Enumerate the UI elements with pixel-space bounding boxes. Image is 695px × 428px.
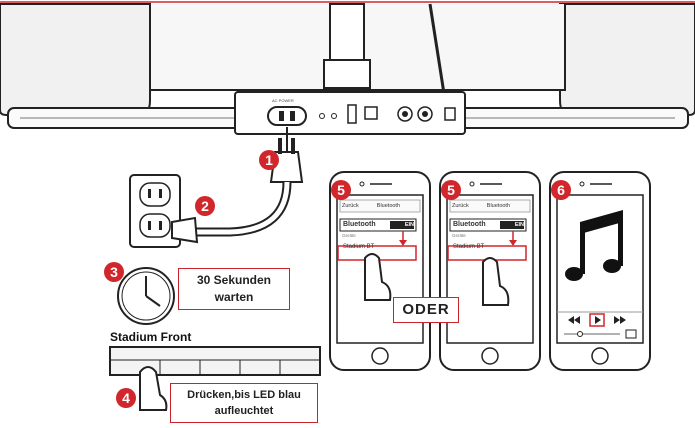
wall-outlet bbox=[129, 174, 199, 248]
devices-heading: Geräte bbox=[452, 233, 466, 238]
press-line-2: aufleuchtet bbox=[214, 405, 274, 417]
step-badge-5a: 5 bbox=[331, 180, 351, 200]
ac-power-socket bbox=[267, 106, 307, 126]
stadium-front-panel bbox=[109, 346, 321, 411]
wait-line-2: warten bbox=[214, 290, 254, 304]
device-entry: Stadium BT bbox=[343, 244, 375, 250]
press-line-1: Drücken,bis LED blau bbox=[187, 389, 301, 401]
bluetooth-toggle: EIN bbox=[404, 222, 414, 228]
phone-3-music bbox=[549, 171, 651, 371]
screen-title: Bluetooth bbox=[376, 203, 401, 209]
play-icon bbox=[595, 316, 601, 324]
back-label: Zurück bbox=[342, 203, 359, 209]
press-instruction-box: Drücken,bis LED blau aufleuchtet bbox=[170, 383, 318, 423]
stadium-front-label: Stadium Front bbox=[110, 330, 192, 344]
speaker-rear: AC POWER bbox=[0, 3, 695, 135]
wait-instruction-box: 30 Sekunden warten bbox=[178, 268, 290, 310]
phone-1-screen-text: Zurück Bluetooth Bluetooth EIN Geräte St… bbox=[340, 200, 420, 254]
power-cable bbox=[190, 127, 304, 237]
screen-title: Bluetooth bbox=[486, 203, 511, 209]
step-badge-2: 2 bbox=[195, 196, 215, 216]
phone-2-screen-text: Zurück Bluetooth Bluetooth EIN Geräte St… bbox=[450, 200, 530, 254]
clock-icon bbox=[117, 267, 175, 325]
step-badge-4: 4 bbox=[116, 388, 136, 408]
wait-line-1: 30 Sekunden bbox=[196, 273, 272, 287]
devices-heading: Geräte bbox=[342, 233, 356, 238]
bluetooth-toggle: EIN bbox=[514, 222, 524, 228]
step-badge-1: 1 bbox=[259, 150, 279, 170]
step-badge-3: 3 bbox=[104, 262, 124, 282]
step-badge-5b: 5 bbox=[441, 180, 461, 200]
svg-text:AC POWER: AC POWER bbox=[272, 98, 294, 103]
phone-2 bbox=[439, 171, 541, 371]
step-badge-6: 6 bbox=[551, 180, 571, 200]
music-note-icon bbox=[565, 210, 623, 281]
bluetooth-row-label: Bluetooth bbox=[343, 221, 376, 228]
rewind-icon bbox=[568, 316, 580, 324]
back-label: Zurück bbox=[452, 203, 469, 209]
fast-forward-icon bbox=[614, 316, 626, 324]
or-label: ODER bbox=[393, 297, 459, 323]
bluetooth-row-label: Bluetooth bbox=[453, 221, 486, 228]
device-entry: Stadium BT bbox=[453, 244, 485, 250]
